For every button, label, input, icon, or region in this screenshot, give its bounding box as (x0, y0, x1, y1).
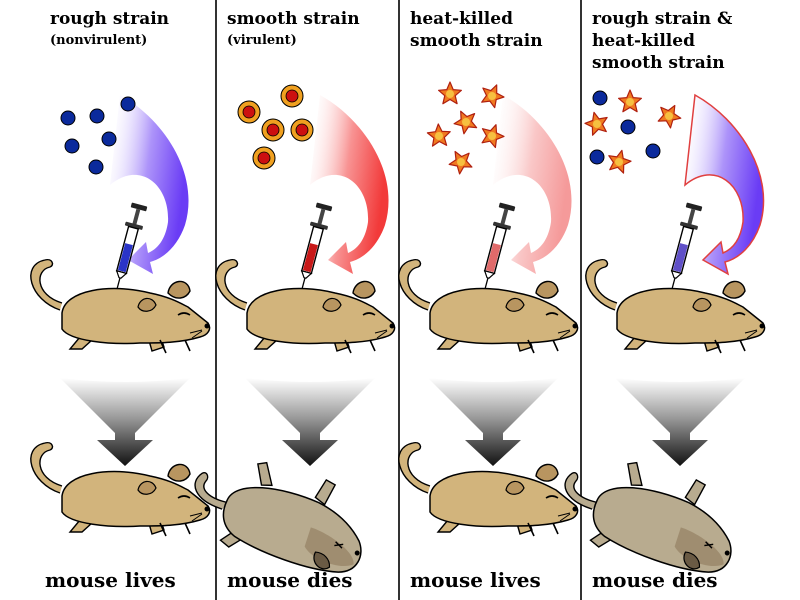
transfer-arrow (493, 95, 572, 274)
rough-bacterium (90, 109, 104, 123)
heat-killed-bacterium (439, 82, 462, 104)
rough-bacterium (646, 144, 660, 158)
rough-bacterium (593, 91, 607, 105)
transfer-arrow (310, 95, 389, 274)
smooth-bacterium (262, 119, 284, 141)
panel-artwork (550, 90, 765, 587)
rough-bacterium (61, 111, 75, 125)
heat-killed-bacterium (609, 150, 631, 173)
panel-artwork (180, 85, 395, 587)
rough-bacterium (65, 139, 79, 153)
heat-killed-bacterium (427, 124, 450, 146)
panel-artwork (399, 82, 578, 536)
result-arrow (60, 378, 190, 466)
rough-bacterium (621, 120, 635, 134)
rough-bacterium (590, 150, 604, 164)
transfer-arrow (110, 95, 189, 274)
rough-bacterium (89, 160, 103, 174)
heat-killed-bacterium (482, 85, 504, 108)
heat-killed-bacterium (454, 111, 477, 134)
result-arrow (615, 378, 745, 466)
heat-killed-bacterium (449, 152, 472, 174)
transfer-arrow (685, 95, 764, 274)
heat-killed-bacterium (658, 106, 681, 128)
panel-artwork (31, 95, 210, 536)
smooth-bacterium (281, 85, 303, 107)
smooth-bacterium (291, 119, 313, 141)
result-arrow (428, 378, 558, 466)
rough-bacterium (102, 132, 116, 146)
heat-killed-bacterium (619, 90, 642, 112)
heat-killed-bacterium (585, 112, 607, 135)
smooth-bacterium (238, 101, 260, 123)
result-arrow (245, 378, 375, 466)
result-mouse-dead (550, 442, 750, 587)
rough-bacterium (121, 97, 135, 111)
smooth-bacterium (253, 147, 275, 169)
